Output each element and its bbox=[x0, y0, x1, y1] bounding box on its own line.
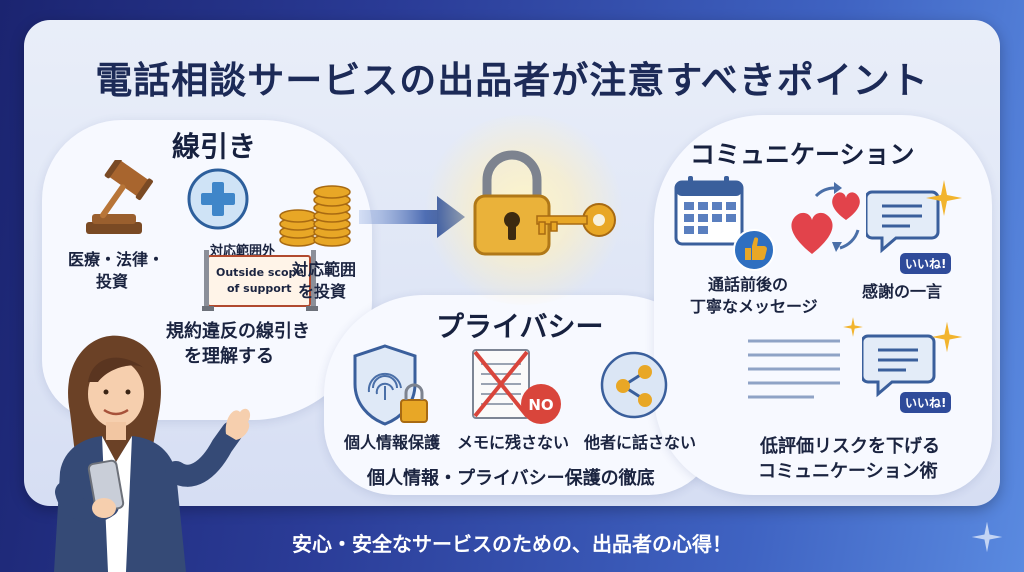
privacy-item2-label: メモに残さない bbox=[457, 433, 570, 452]
comm-item1-line2: 丁寧なメッセージ bbox=[690, 297, 818, 316]
page-title: 電話相談サービスの出品者が注意すべきポイント bbox=[95, 59, 929, 102]
iine-badge-2: いいね! bbox=[900, 392, 952, 413]
comm-item1-line1: 通話前後の bbox=[708, 275, 789, 294]
barrier-stand-icon bbox=[202, 250, 318, 311]
communication-section bbox=[654, 115, 992, 495]
padlock-icon bbox=[473, 150, 551, 256]
investment-label-line2: を投資 bbox=[298, 282, 347, 301]
no-badge: NO bbox=[528, 396, 554, 414]
communication-heading: コミュニケーション bbox=[690, 140, 915, 169]
key-icon bbox=[536, 203, 616, 237]
chat-bubble-icon bbox=[866, 190, 940, 254]
iine-badge-1: いいね! bbox=[900, 253, 952, 274]
shield-fingerprint-icon bbox=[353, 344, 428, 426]
document-lines-icon bbox=[748, 339, 840, 399]
footer-tagline: 安心・安全なサービスのための、出品者の心得！ bbox=[292, 532, 732, 556]
privacy-heading: プライバシー bbox=[436, 310, 604, 343]
share-icon bbox=[600, 351, 668, 419]
content-panel: 電話相談サービスの出品者が注意すべきポイント 線引き 医療・法律・ 投資 対応範… bbox=[24, 20, 1000, 506]
gavel-icon bbox=[86, 160, 153, 234]
notepad-no-icon bbox=[472, 349, 561, 424]
scope-sign-line2: of support bbox=[227, 282, 292, 295]
thumbs-up-icon bbox=[733, 229, 775, 271]
investment-label-line1: 対応範囲 bbox=[292, 260, 357, 279]
boundaries-heading: 線引き bbox=[172, 130, 257, 163]
boundaries-summary-line1: 規約違反の線引き bbox=[166, 321, 310, 342]
medical-label-line2: 投資 bbox=[96, 272, 129, 291]
sparkle-icon-2 bbox=[931, 321, 963, 353]
comm-summary-line2: コミュニケーション術 bbox=[758, 461, 938, 482]
calendar-icon bbox=[674, 176, 744, 246]
boundaries-summary-line2: を理解する bbox=[184, 346, 274, 367]
person-illustration bbox=[54, 335, 251, 572]
medical-cross-icon bbox=[187, 168, 249, 230]
sparkle-icon-3 bbox=[843, 317, 863, 337]
scope-sign-line1: Outside scope bbox=[216, 266, 304, 279]
chat-bubble-icon-2 bbox=[862, 334, 936, 398]
privacy-summary: 個人情報・プライバシー保護の徹底 bbox=[367, 468, 655, 489]
comm-summary-line1: 低評価リスクを下げる bbox=[760, 436, 940, 457]
coin-stack-icon bbox=[279, 185, 351, 247]
privacy-item1-label: 個人情報保護 bbox=[344, 433, 441, 452]
medical-label-line1: 医療・法律・ bbox=[68, 250, 165, 269]
scope-sign bbox=[207, 255, 311, 307]
corner-sparkle-icon bbox=[971, 521, 1003, 553]
hearts-icon bbox=[791, 182, 860, 254]
privacy-item3-label: 他者に話さない bbox=[584, 433, 697, 452]
sparkle-icon bbox=[926, 180, 962, 216]
comm-item2-label: 感謝の一言 bbox=[862, 282, 943, 301]
